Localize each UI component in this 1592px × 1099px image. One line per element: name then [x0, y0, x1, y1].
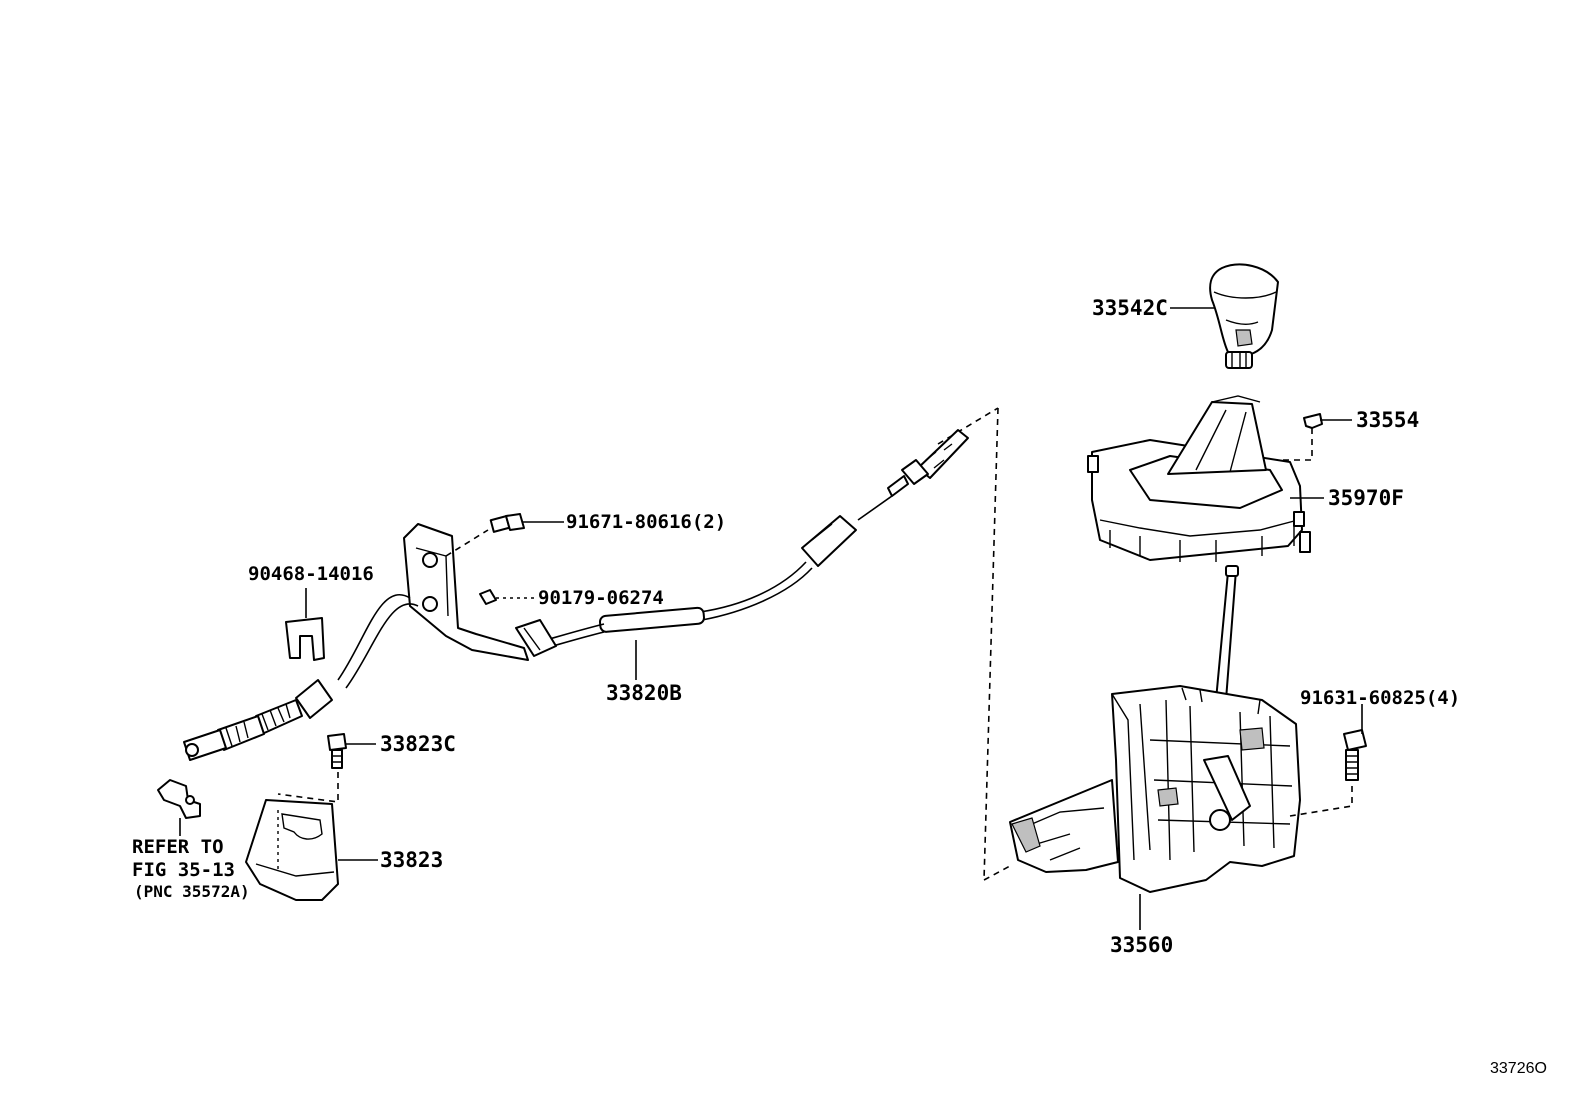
cable-cover-drawing[interactable]: [245, 799, 339, 901]
label-bracket-bolt: 91671-80616(2): [566, 511, 726, 533]
shifter-bolt-drawing[interactable]: [1289, 729, 1367, 817]
label-cover-bolt: 33823C: [380, 732, 456, 756]
reference-line-2: FIG 35-13: [132, 859, 235, 881]
reference-line-3: (PNC 35572A): [134, 882, 250, 901]
label-indicator-housing: 35970F: [1328, 486, 1404, 510]
small-clip-drawing[interactable]: [479, 589, 497, 605]
diagram-id: 33726O: [1490, 1060, 1547, 1077]
shift-lever-assembly-drawing[interactable]: [937, 407, 1301, 893]
label-shift-cable: 33820B: [606, 681, 682, 705]
cable-mount-bracket-drawing[interactable]: [157, 779, 201, 836]
label-cable-cover: 33823: [380, 848, 443, 872]
cover-bolt-drawing[interactable]: [277, 733, 347, 803]
knob-clip-drawing[interactable]: [1229, 413, 1323, 490]
label-retainer-clip: 90468-14016: [248, 563, 374, 585]
label-knob-clip: 33554: [1356, 408, 1419, 432]
shift-cable-drawing[interactable]: [183, 429, 969, 761]
label-small-clip: 90179-06274: [538, 587, 664, 609]
leader-lines: [338, 307, 1363, 930]
shift-knob-drawing[interactable]: [1209, 263, 1279, 369]
reference-line-1: REFER TO: [132, 836, 224, 858]
retainer-clip-drawing[interactable]: [285, 588, 325, 661]
indicator-housing-drawing[interactable]: [1087, 395, 1311, 562]
label-shifter-bolt: 91631-60825(4): [1300, 687, 1460, 709]
label-shift-lever-assembly: 33560: [1110, 933, 1173, 957]
label-shift-knob: 33542C: [1092, 296, 1168, 320]
bracket-bolt-drawing[interactable]: [489, 513, 525, 533]
